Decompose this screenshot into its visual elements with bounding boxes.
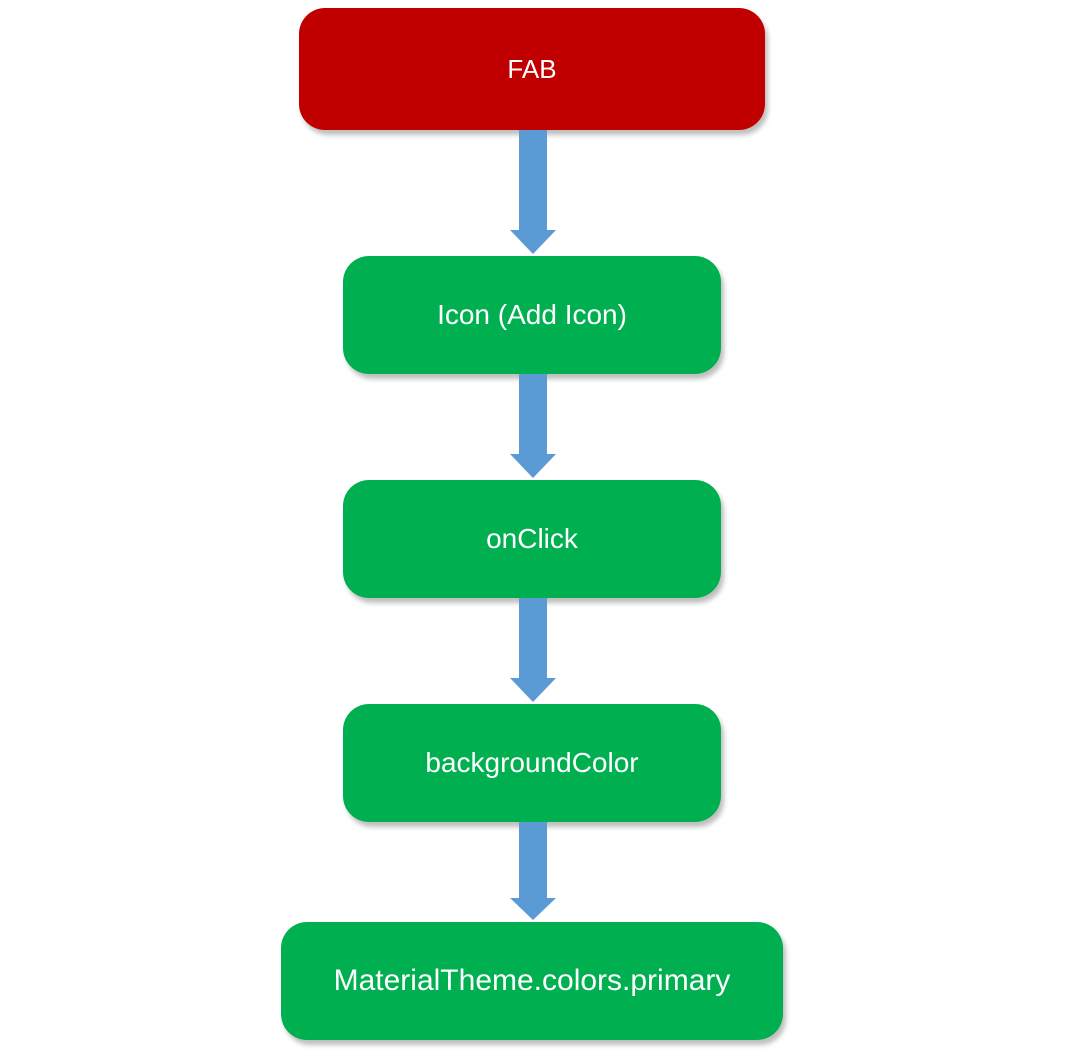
node-onclick: onClick	[343, 480, 721, 598]
arrow-onclick-to-backgroundcolor	[510, 598, 556, 702]
node-icon: Icon (Add Icon)	[343, 256, 721, 374]
arrow-backgroundcolor-to-primary	[510, 822, 556, 920]
node-backgroundcolor-label: backgroundColor	[425, 747, 639, 778]
node-materialtheme-primary: MaterialTheme.colors.primary	[281, 922, 783, 1040]
node-backgroundcolor: backgroundColor	[343, 704, 721, 822]
arrow-fab-to-icon	[510, 130, 556, 254]
node-icon-label: Icon (Add Icon)	[437, 299, 627, 330]
node-onclick-label: onClick	[486, 523, 578, 554]
node-materialtheme-primary-label: MaterialTheme.colors.primary	[333, 964, 731, 997]
node-fab: FAB	[299, 8, 765, 130]
node-fab-label: FAB	[507, 53, 557, 84]
arrow-icon-to-onclick	[510, 374, 556, 478]
